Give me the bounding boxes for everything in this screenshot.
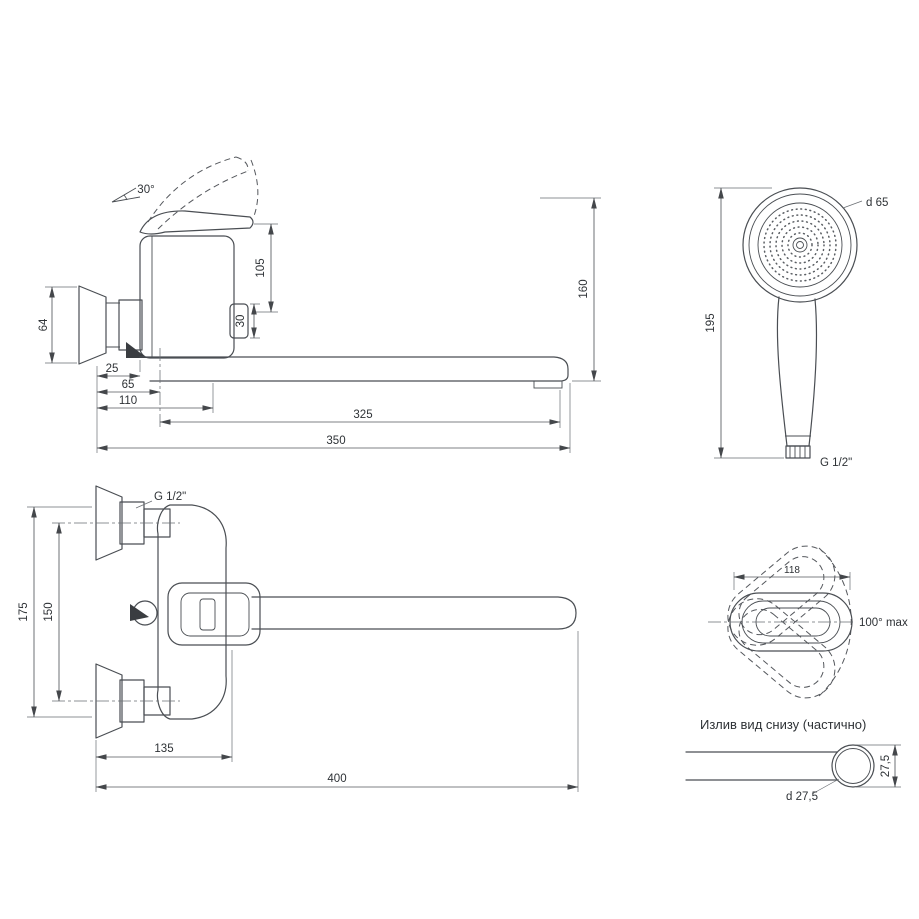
side-view: 30° 64 105 30 160 25 65 110 bbox=[38, 156, 601, 453]
dim-30-label: 30 bbox=[235, 315, 247, 328]
shower-thread-label: G 1/2" bbox=[820, 457, 852, 469]
dim-400-label: 400 bbox=[327, 773, 346, 785]
front-view: G 1/2" 150 175 135 400 bbox=[18, 485, 579, 792]
dim-d275-label: d 27,5 bbox=[786, 791, 818, 803]
bottom-view-caption: Излив вид снизу (частично) bbox=[700, 717, 866, 732]
dim-275-label: 27,5 bbox=[880, 755, 892, 777]
dim-325-label: 325 bbox=[353, 409, 372, 421]
dim-118-label: 118 bbox=[784, 565, 800, 576]
dim-d65-label: d 65 bbox=[866, 197, 888, 209]
dim-110-label: 110 bbox=[119, 395, 137, 407]
swing-angle-label: 100° max bbox=[859, 617, 908, 629]
dim-150-label: 150 bbox=[43, 602, 55, 621]
shower-view: d 65 195 G 1/2" bbox=[705, 187, 888, 469]
dim-64-label: 64 bbox=[38, 318, 50, 331]
dim-195-label: 195 bbox=[705, 313, 717, 332]
dim-65-label: 65 bbox=[122, 379, 135, 391]
dim-25-label: 25 bbox=[106, 363, 119, 375]
dim-175-label: 175 bbox=[18, 602, 30, 621]
dim-105-label: 105 bbox=[255, 258, 267, 277]
dim-160-label: 160 bbox=[578, 279, 590, 298]
spout-bottom-view: Излив вид снизу (частично) 27,5 d 27,5 bbox=[685, 717, 901, 803]
top-view: 118 100° max bbox=[708, 545, 908, 699]
angle-30-label: 30° bbox=[137, 184, 154, 196]
dim-135-label: 135 bbox=[154, 743, 173, 755]
front-thread-label: G 1/2" bbox=[154, 491, 186, 503]
dim-350-label: 350 bbox=[326, 435, 345, 447]
